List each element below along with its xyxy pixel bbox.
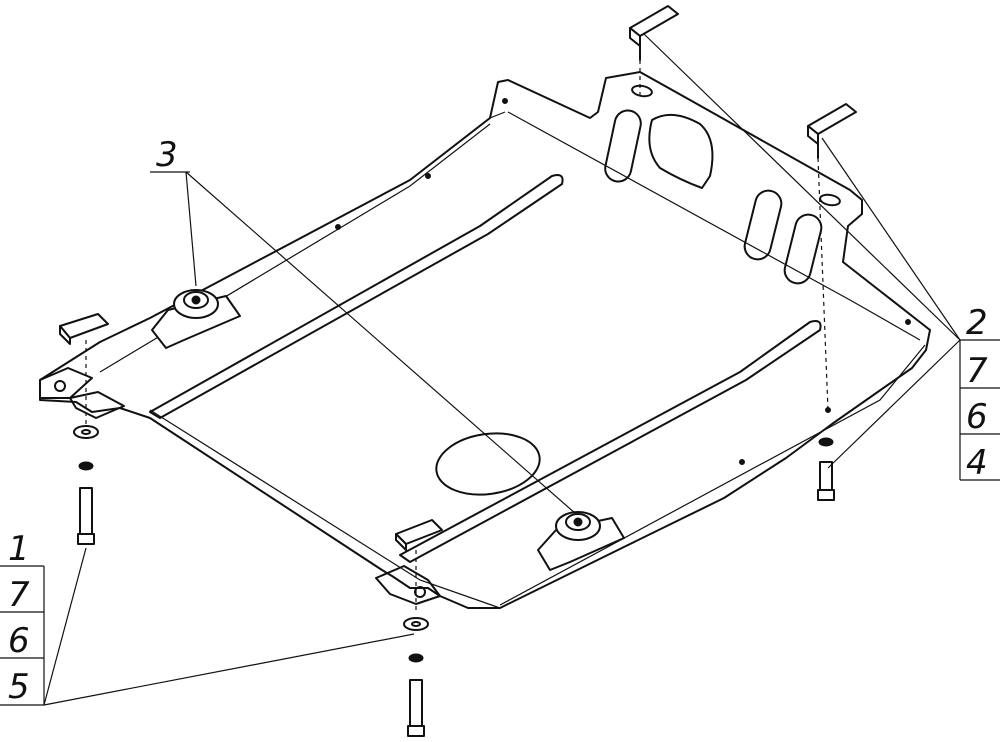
slot-1: [604, 109, 642, 183]
spring-washer: [818, 437, 834, 447]
stiffening-rib-right: [399, 320, 822, 563]
callout-label: 6: [966, 397, 988, 437]
nut-plate-top-left: [629, 5, 679, 61]
fastener-stack-rear: [403, 617, 429, 737]
rivet: [739, 459, 745, 465]
rivet: [335, 224, 341, 230]
slot-3: [783, 213, 823, 285]
front-flange-edge: [489, 111, 506, 119]
axis-top-right: [817, 157, 829, 411]
callout-right-stack: 2 7 6 4: [959, 303, 1000, 483]
slot-2: [743, 189, 783, 261]
spring-washer: [78, 461, 94, 471]
callout-label: 5: [8, 667, 30, 707]
leader-lines: [0, 33, 1000, 706]
callout-label: 7: [8, 575, 30, 615]
callout-left-stack: 1 7 6 5: [0, 529, 45, 707]
tab-left-hole: [54, 380, 66, 392]
callout-label: 2: [966, 303, 988, 343]
callout-label: 3: [156, 135, 178, 175]
rivet: [425, 173, 431, 179]
tab-rear: [375, 565, 441, 605]
callout-label: 4: [966, 443, 988, 483]
stiffening-rib-left: [149, 174, 564, 419]
bolt: [409, 679, 423, 727]
spring-washer: [408, 653, 424, 663]
drain-hole: [435, 432, 541, 496]
callout-top-left: 3: [156, 135, 178, 175]
fastener-stack-right: [817, 437, 835, 501]
bolt: [79, 487, 93, 535]
tab-left-lower: [69, 391, 125, 419]
front-flange-fold: [507, 111, 921, 341]
mount-hole-front-left: [631, 84, 653, 98]
large-opening: [648, 113, 714, 189]
tab-left: [39, 367, 93, 399]
mount-bracket-right: [537, 511, 625, 571]
skid-plate: [39, 71, 931, 609]
tab-rear-hole: [414, 586, 426, 598]
fastener-stack-left: [73, 425, 99, 545]
rivet: [502, 98, 508, 104]
nut-plate-top-right: [807, 103, 857, 159]
callout-label: 6: [8, 621, 30, 661]
rear-fold-line: [149, 409, 501, 609]
mount-bracket-left: [151, 289, 241, 349]
nut-plate-left: [59, 313, 109, 345]
rivet: [905, 319, 911, 325]
right-fold-line: [499, 344, 926, 606]
callout-label: 1: [8, 529, 30, 569]
nut-plate-rear: [395, 519, 443, 551]
plate-outline: [39, 71, 931, 609]
callout-label: 7: [966, 351, 988, 391]
